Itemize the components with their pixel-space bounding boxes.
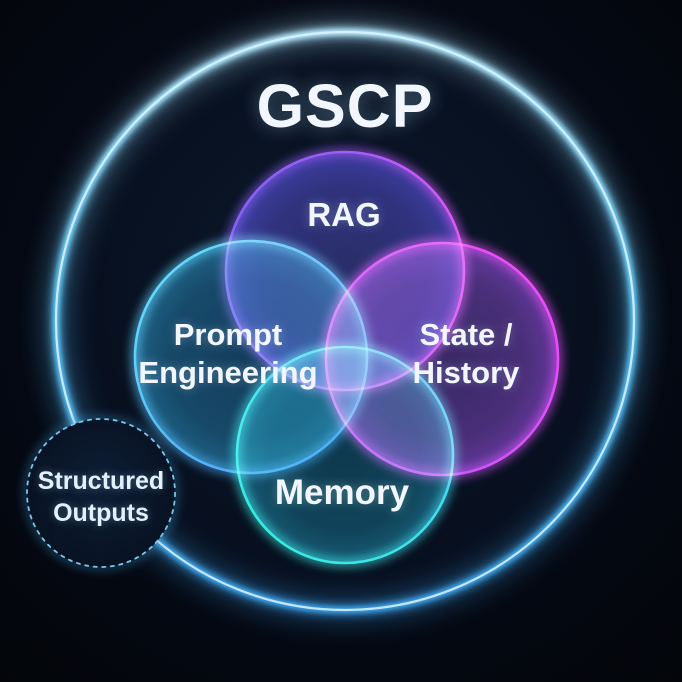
label-state-history: State / History bbox=[413, 317, 521, 390]
structured-outputs-circle bbox=[24, 416, 178, 570]
label-structured-outputs-line2: Outputs bbox=[53, 499, 149, 527]
label-structured-outputs: Structured Outputs bbox=[38, 467, 164, 527]
dashed-border bbox=[26, 418, 176, 568]
label-prompt-engineering: Prompt Engineering bbox=[138, 317, 317, 390]
label-structured-outputs-line1: Structured bbox=[38, 467, 164, 495]
label-state-history-line2: History bbox=[413, 355, 521, 390]
label-prompt-engineering-line2: Engineering bbox=[138, 355, 317, 390]
label-prompt-engineering-line1: Prompt bbox=[174, 317, 283, 352]
diagram-title: GSCP bbox=[257, 72, 434, 140]
venn-circle-memory bbox=[233, 343, 457, 567]
label-state-history-line1: State / bbox=[419, 317, 512, 352]
label-memory: Memory bbox=[275, 473, 410, 512]
label-rag: RAG bbox=[307, 196, 380, 233]
